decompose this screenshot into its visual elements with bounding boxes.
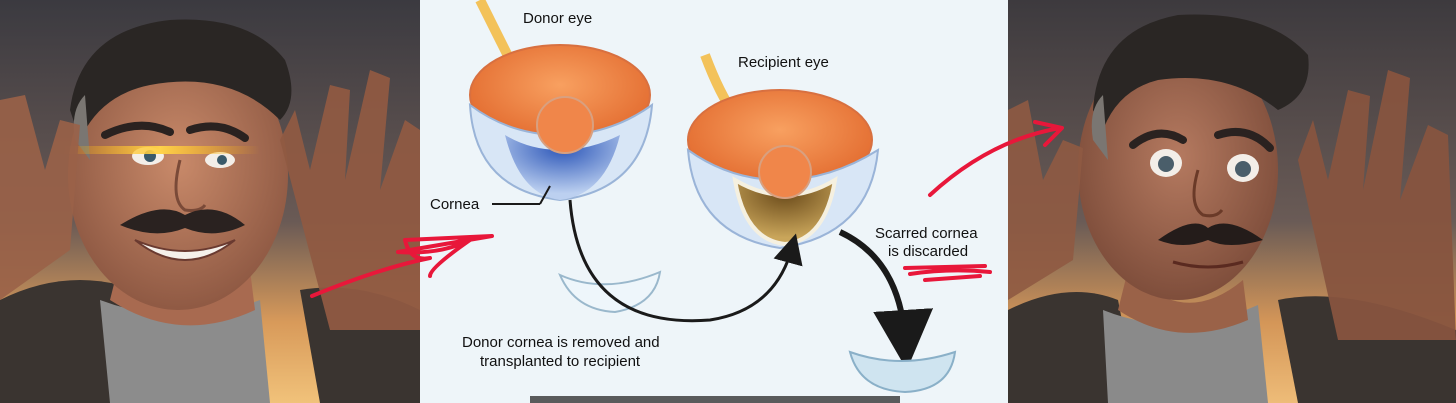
right-iris [217, 155, 227, 165]
worried-left-brow [1129, 129, 1187, 149]
donor-eye [468, 0, 654, 202]
mustache-right [1158, 223, 1263, 245]
label-donor-line2: transplanted to recipient [480, 353, 641, 370]
removed-donor-cornea [558, 270, 662, 314]
mustache [120, 209, 245, 234]
cornea-leader-tip [539, 185, 551, 205]
frown [1172, 260, 1244, 269]
label-donor-line1: Donor cornea is removed and [462, 334, 660, 351]
label-scarred-line1: Scarred cornea [875, 225, 978, 242]
left-brow [101, 121, 174, 139]
smiling-man-illustration [0, 0, 420, 403]
gray-shirt-right [1103, 305, 1268, 403]
discarded-cornea [848, 350, 957, 394]
right-brow [186, 122, 249, 142]
gray-temple-right [1091, 95, 1108, 160]
worried-man-illustration [1008, 0, 1456, 403]
discard-arrow [838, 229, 934, 370]
glowing-eye-beam [60, 146, 260, 154]
donor-lens [536, 96, 594, 154]
label-recipient-eye: Recipient eye [738, 54, 829, 71]
label-donor-eye: Donor eye [523, 10, 592, 27]
right-iris-right [1235, 161, 1251, 177]
recipient-eye [686, 53, 880, 250]
left-panel-smiling-man [0, 0, 420, 403]
hair [70, 19, 292, 140]
right-hand-right [1298, 70, 1456, 340]
label-scarred-line2: is discarded [888, 243, 968, 260]
recipient-lens [758, 145, 812, 199]
transplant-arrow [568, 199, 803, 323]
hair-right [1093, 14, 1309, 130]
neck-right [1118, 270, 1248, 333]
cropped-bottom-text [530, 396, 900, 403]
donor-cornea-blue [505, 135, 620, 200]
worried-right-brow [1214, 128, 1274, 152]
left-hand [0, 95, 80, 300]
left-iris-right [1158, 156, 1174, 172]
right-panel-worried-man [1008, 0, 1456, 403]
label-cornea: Cornea [430, 196, 480, 213]
diagram-svg: Donor eye Recipient eye Cornea Scarred c… [420, 0, 1008, 403]
cornea-transplant-diagram: Donor eye Recipient eye Cornea Scarred c… [420, 0, 1008, 403]
nose-right [1192, 169, 1224, 218]
nose [174, 159, 207, 212]
smile-teeth [134, 239, 236, 261]
gray-shirt [100, 300, 270, 403]
